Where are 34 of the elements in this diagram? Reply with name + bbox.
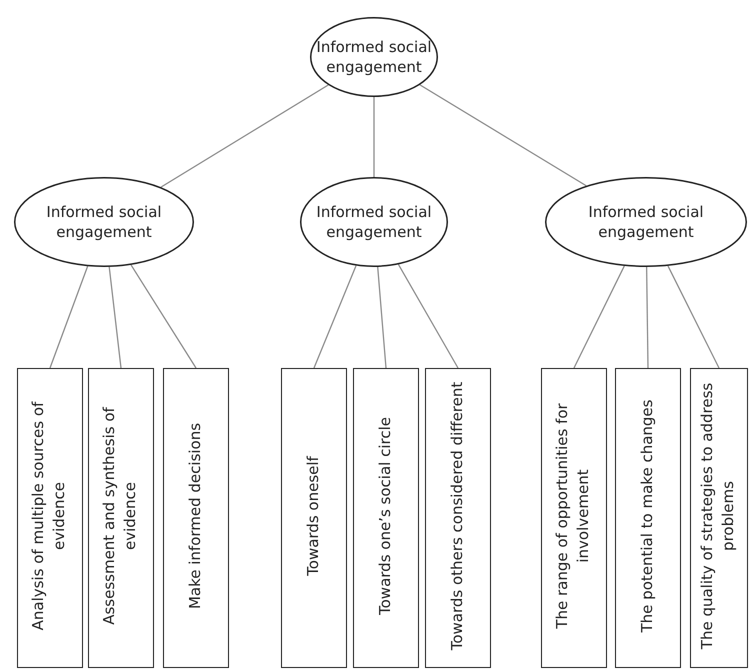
connector-line — [398, 264, 459, 368]
node-label: Towards oneself — [302, 456, 322, 576]
connector-line — [130, 264, 196, 368]
connector-line — [377, 266, 387, 368]
node-label: Informed social engagement — [587, 202, 705, 242]
rectangle-node — [281, 368, 347, 668]
rectangle-node — [163, 368, 229, 668]
connector-line — [373, 97, 375, 177]
connector-line — [49, 266, 88, 368]
connector-line — [667, 266, 720, 368]
connector-line — [160, 84, 329, 188]
rectangle-node — [425, 368, 491, 668]
node-label: The range of opportunities for involvement — [552, 402, 593, 631]
rectangle-node — [615, 368, 681, 668]
connector-line — [420, 84, 587, 186]
connector-line — [573, 266, 625, 368]
node-label: Informed social engagement — [45, 202, 163, 242]
node-label: The quality of strategies to address problems — [697, 382, 738, 652]
rectangle-node — [353, 368, 419, 668]
connector-line — [646, 267, 649, 368]
rectangle-node — [17, 368, 83, 668]
node-label: Analysis of multiple sources of evidence — [28, 400, 69, 632]
node-label: Towards others considered different — [446, 382, 466, 650]
rectangle-node — [690, 368, 748, 668]
connector-line — [313, 265, 357, 368]
node-label: Assessment and synthesis of evidence — [99, 406, 140, 627]
connector-line — [108, 266, 122, 368]
node-label: The potential to make changes — [636, 400, 656, 632]
node-label: Informed social engagement — [315, 36, 433, 78]
node-label: Informed social engagement — [315, 202, 433, 242]
rectangle-node — [88, 368, 154, 668]
node-label: Towards one’s social circle — [374, 417, 394, 615]
rectangle-node — [541, 368, 607, 668]
node-label: Make informed decisions — [184, 422, 204, 610]
